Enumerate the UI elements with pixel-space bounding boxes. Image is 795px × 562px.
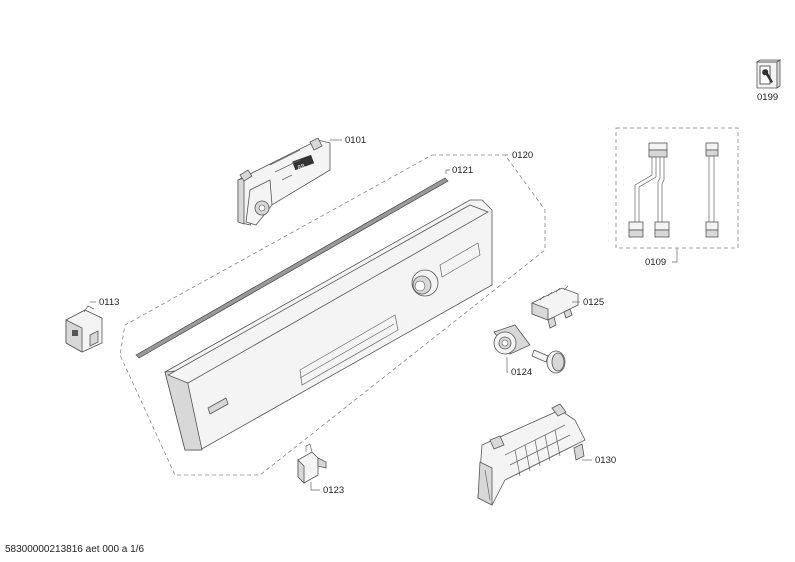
label-0113: 0113: [99, 297, 119, 308]
label-0124: 0124: [511, 367, 532, 378]
service-manual-icon[interactable]: [755, 59, 782, 89]
label-0123: 0123: [323, 485, 344, 496]
label-0130: 0130: [595, 455, 616, 466]
label-0109: 0109: [645, 257, 666, 268]
document-reference: 58300000213816 aet 000 a 1/6: [5, 544, 144, 555]
part-0113-switch[interactable]: [65, 305, 103, 353]
part-0130-bracket[interactable]: [477, 403, 586, 506]
part-0121-seal-strip[interactable]: [135, 177, 449, 359]
part-0120-control-panel[interactable]: [164, 199, 493, 451]
part-0123-clip[interactable]: [297, 443, 327, 484]
group-outline-0109: [615, 127, 739, 249]
svg-text:88: 88: [297, 163, 307, 172]
label-0125: 0125: [583, 297, 604, 308]
part-0125-connector[interactable]: [531, 285, 579, 329]
label-0199: 0199: [757, 92, 778, 103]
label-0101: 0101: [345, 135, 366, 146]
label-0121: 0121: [452, 165, 473, 176]
part-0124-knob[interactable]: [493, 324, 566, 374]
label-0120: 0120: [512, 150, 533, 161]
part-0109-cable-harness[interactable]: [628, 142, 719, 238]
part-0101-electronic-module[interactable]: 88: [237, 137, 331, 226]
